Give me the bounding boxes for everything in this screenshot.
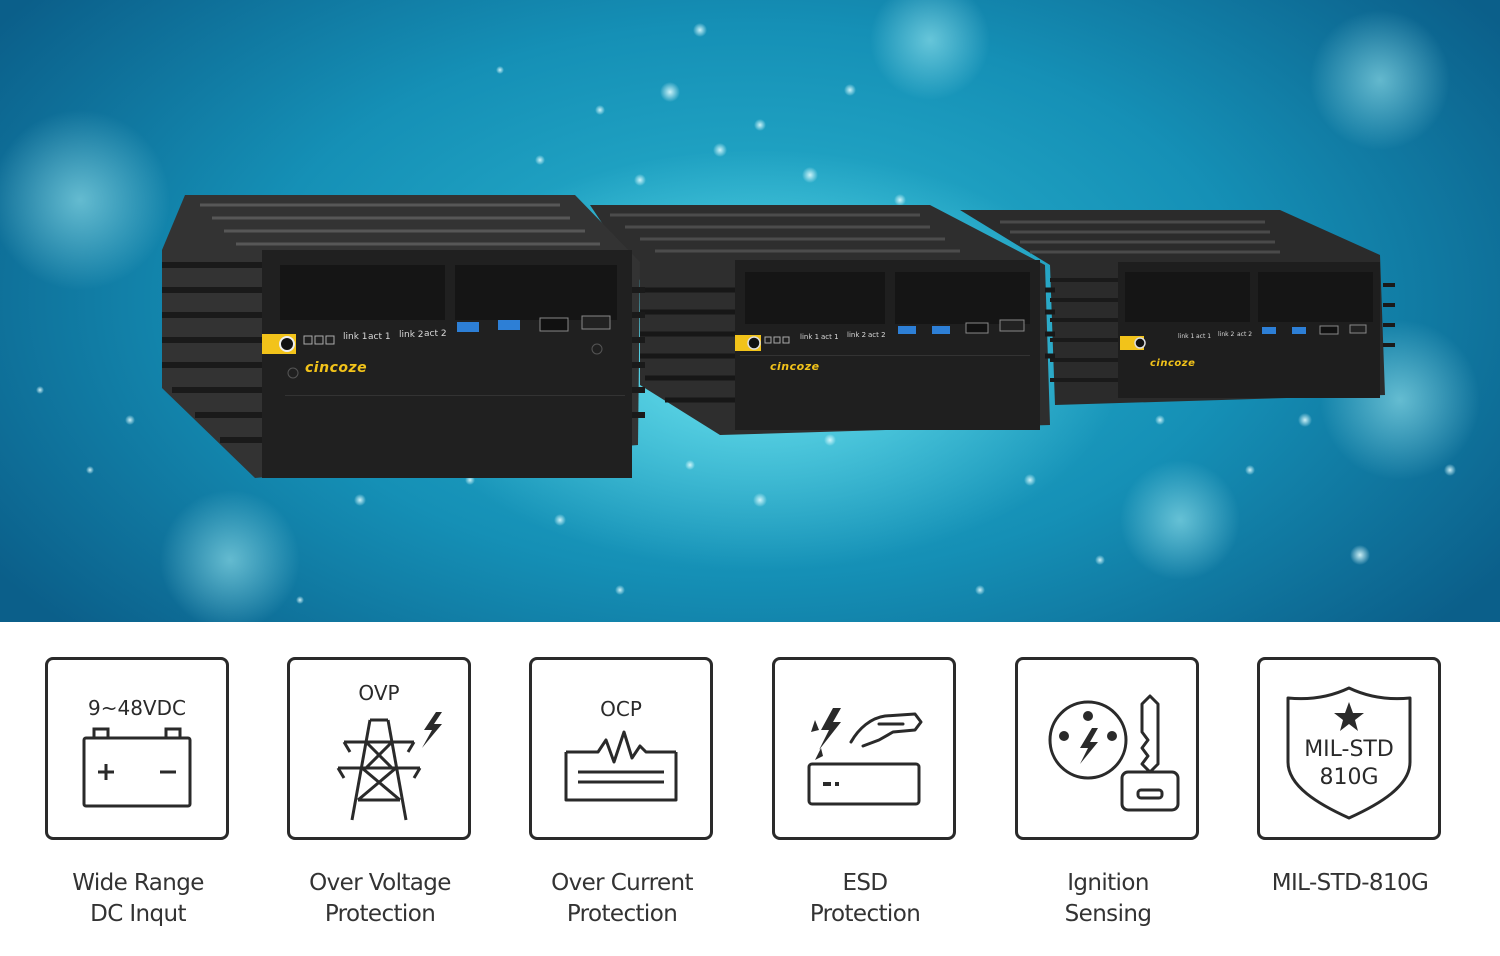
brand-logo-medium: cincoze [770,360,820,373]
bokeh-background [0,0,1480,622]
port-label-act1: act 1 [1196,333,1212,340]
port-label-act1: act 1 [821,333,839,341]
power-tower-icon: OVP [336,681,442,821]
feature-icon-box: MIL-STD 810G [1257,657,1441,840]
icon-text: 9~48VDC [88,696,186,720]
port-label-link2: link 2 [399,330,424,340]
port-label-link2: link 2 [847,331,867,339]
esd-hand-icon [807,708,923,806]
feature-icon-box: OCP [529,657,713,840]
brand-logo-small: cincoze [1150,358,1196,369]
current-pulse-icon: OCP [564,697,678,802]
feature-wide-range-dc: 9~48VDC Wide Range DC Inqut [45,657,231,930]
icon-text: OCP [600,697,642,721]
feature-label-line1: ESD [842,870,888,896]
brand-logo-large: cincoze [305,360,368,376]
port-label-link1: link 1 [1178,333,1195,340]
feature-label-line2: Protection [324,901,436,927]
hero-banner: cincoze cincoze cincoze link 1 act 1 lin… [0,0,1500,622]
shield-star-icon: MIL-STD 810G [1286,686,1412,820]
feature-over-voltage: OVP Over Voltage Protection [287,657,473,930]
feature-ignition-sensing: Ignition Sensing [1015,657,1201,930]
device-large [162,195,645,478]
feature-label-line1: Wide Range [72,870,204,896]
feature-label-line1: MIL-STD-810G [1271,870,1429,896]
device-small [960,210,1395,405]
feature-label-line1: Ignition [1067,870,1149,896]
feature-label-line1: Over Voltage [309,870,451,896]
ignition-key-icon [1048,694,1180,812]
feature-label-line2: DC Inqut [90,901,186,927]
feature-icon-box [772,657,956,840]
feature-section: 9~48VDC Wide Range DC Inqut OVP [0,622,1500,956]
port-label-link1: link 1 [800,333,820,341]
feature-label-line1: Over Current [551,870,693,896]
port-label-link1: link 1 [343,332,368,342]
feature-mil-std: MIL-STD 810G MIL-STD-810G [1257,657,1443,899]
battery-icon: 9~48VDC [82,696,192,808]
icon-text-line2: 810G [1319,765,1378,790]
port-label-link2: link 2 [1218,331,1235,338]
feature-icon-box [1015,657,1199,840]
feature-esd: ESD Protection [772,657,958,930]
port-label-act2: act 2 [424,329,447,339]
feature-icon-box: 9~48VDC [45,657,229,840]
port-label-act1: act 1 [368,332,391,342]
feature-label-line2: Protection [809,901,921,927]
icon-text: OVP [358,681,399,705]
feature-label-line2: Protection [566,901,678,927]
port-label-act2: act 2 [1237,331,1253,338]
feature-icon-box: OVP [287,657,471,840]
port-label-act2: act 2 [868,331,886,339]
icon-text-line1: MIL-STD [1304,737,1394,762]
feature-label-line2: Sensing [1064,901,1152,927]
feature-over-current: OCP Over Current Protection [529,657,715,930]
device-medium [590,205,1055,435]
